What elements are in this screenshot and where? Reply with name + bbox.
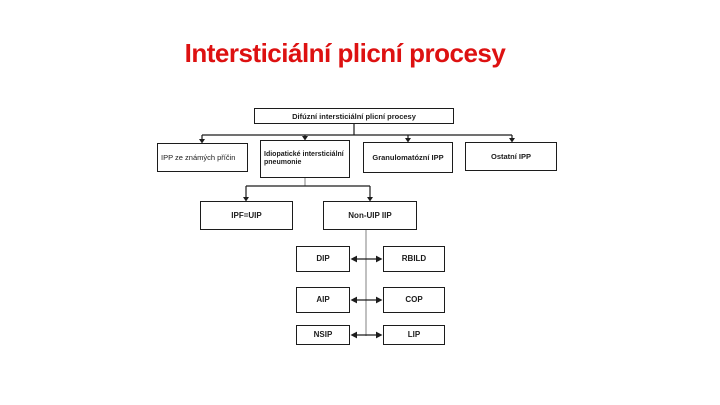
arrowhead-right-icon: [376, 296, 383, 304]
node-aip: AIP: [296, 287, 350, 313]
node-non-uip-iip: Non-UIP IIP: [323, 201, 417, 230]
arrowhead-left-icon: [350, 255, 357, 263]
node-nsip: NSIP: [296, 325, 350, 345]
arrowhead-down-icon: [509, 138, 515, 143]
slide-title: Intersticiální plicní procesy: [184, 38, 506, 68]
arrowhead-left-icon: [350, 296, 357, 304]
node-lip: LIP: [383, 325, 445, 345]
arrowhead-down-icon: [405, 138, 411, 143]
arrowhead-down-icon: [243, 197, 249, 202]
node-ipp-known-causes: IPP ze známých příčin: [157, 143, 248, 172]
node-other-ipp: Ostatní IPP: [465, 142, 557, 171]
node-dip: DIP: [296, 246, 350, 272]
node-rbild: RBILD: [383, 246, 445, 272]
node-root: Difúzní intersticiální plicní procesy: [254, 108, 454, 124]
iip-connector-line: [245, 185, 371, 198]
arrowhead-down-icon: [367, 197, 373, 202]
arrowhead-right-icon: [376, 255, 383, 263]
node-ipf-uip: IPF=UIP: [200, 201, 293, 230]
arrowhead-down-icon: [199, 139, 205, 144]
arrowhead-right-icon: [376, 331, 383, 339]
node-cop: COP: [383, 287, 445, 313]
root-connector-line: [201, 123, 513, 139]
arrowhead-down-icon: [302, 136, 308, 141]
node-granulomatous-ipp: Granulomatózní IPP: [363, 142, 453, 173]
node-idiopathic-interstitial-pneumonia: Idiopatické intersticiální pneumonie: [260, 140, 350, 178]
arrowhead-left-icon: [350, 331, 357, 339]
